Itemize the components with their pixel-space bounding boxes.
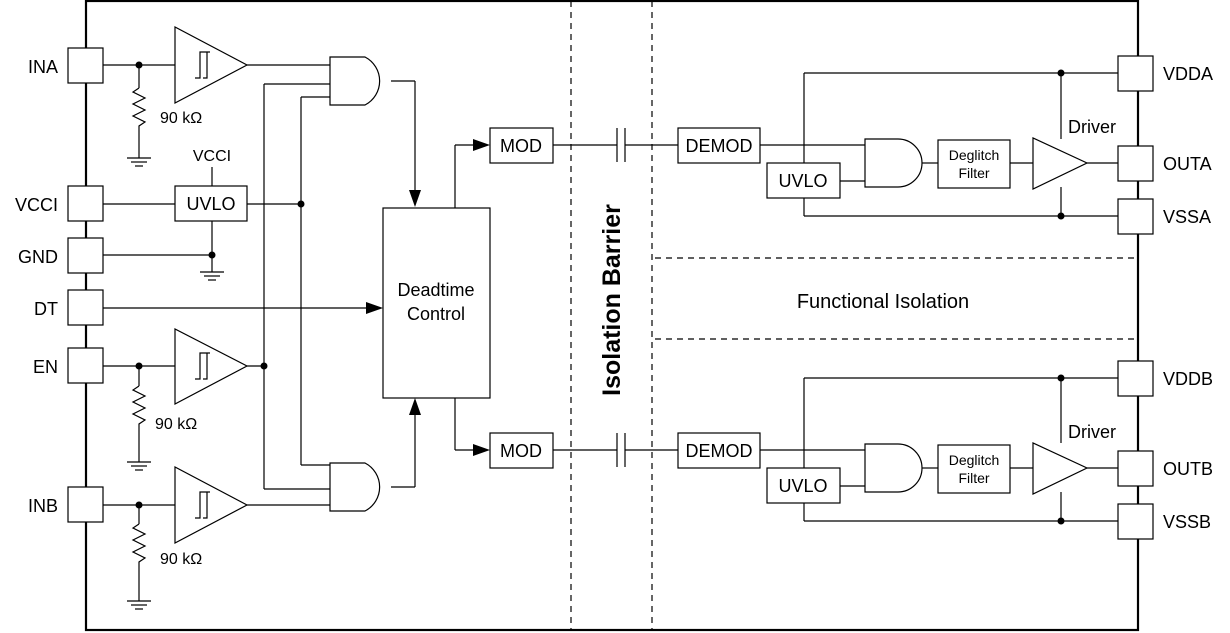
deadtime-control-block bbox=[382, 207, 491, 399]
arrow-dt-to-deadtime bbox=[366, 302, 383, 314]
uvlo-a-block bbox=[766, 162, 841, 199]
pin-ina-label: INA bbox=[28, 57, 58, 77]
uvlo-input-block bbox=[174, 185, 248, 222]
demod-a-block bbox=[677, 127, 761, 164]
isolation-barrier-label: Isolation Barrier bbox=[598, 204, 626, 396]
uvlo-b-block bbox=[766, 467, 841, 504]
mod-b-label: MOD bbox=[500, 441, 542, 461]
arrow-to-deadtime-top bbox=[409, 190, 421, 207]
pin-inb-label: INB bbox=[28, 496, 58, 516]
functional-isolation-label: Functional Isolation bbox=[797, 291, 969, 313]
inb-input-path bbox=[103, 501, 175, 610]
resistor-inb-label: 90 kΩ bbox=[160, 551, 202, 568]
mod-b-block bbox=[489, 432, 554, 469]
pin-vssa bbox=[1117, 198, 1154, 235]
and-gate-input-b bbox=[329, 462, 381, 512]
deglitch-a-label-line1: Deglitch bbox=[949, 147, 1000, 163]
pin-vdda-label: VDDA bbox=[1163, 64, 1213, 84]
mod-a-label: MOD bbox=[500, 136, 542, 156]
pin-gnd-label: GND bbox=[18, 247, 58, 267]
pin-vddb-label: VDDB bbox=[1163, 369, 1213, 389]
arrow-to-mod-a bbox=[473, 139, 490, 151]
driver-b-label: Driver bbox=[1068, 422, 1116, 442]
pin-outa bbox=[1117, 145, 1154, 182]
vcci-supply-label: VCCI bbox=[193, 148, 231, 165]
pin-vcci-label: VCCI bbox=[15, 195, 58, 215]
isolation-capacitor-a bbox=[553, 128, 678, 162]
pin-vdda bbox=[1117, 55, 1154, 92]
uvlo-input-label: UVLO bbox=[186, 194, 235, 214]
pin-gnd bbox=[67, 237, 104, 274]
and-gate-output-a bbox=[864, 138, 923, 188]
pin-en-label: EN bbox=[33, 357, 58, 377]
deadtime-label-line2: Control bbox=[407, 304, 465, 324]
uvlo-a-label: UVLO bbox=[778, 171, 827, 191]
resistor-ina-label: 90 kΩ bbox=[160, 110, 202, 127]
uvlo-b-label: UVLO bbox=[778, 476, 827, 496]
resistor-ina bbox=[131, 87, 147, 146]
deglitch-a-label-line2: Filter bbox=[958, 165, 989, 181]
pin-dt bbox=[67, 289, 104, 326]
driver-b-buffer bbox=[1032, 442, 1089, 495]
pin-outb-label: OUTB bbox=[1163, 459, 1213, 479]
pin-outa-label: OUTA bbox=[1163, 154, 1212, 174]
ground-symbol-gnd bbox=[200, 271, 224, 281]
deglitch-filter-a-block bbox=[937, 139, 1011, 189]
deadtime-label-line1: Deadtime bbox=[397, 280, 474, 300]
deglitch-b-label-line1: Deglitch bbox=[949, 452, 1000, 468]
resistor-inb bbox=[131, 523, 147, 590]
en-input-path bbox=[103, 362, 175, 471]
resistor-en-label: 90 kΩ bbox=[155, 416, 197, 433]
resistor-en bbox=[131, 385, 147, 448]
mod-a-block bbox=[489, 127, 554, 164]
pin-inb bbox=[67, 486, 104, 523]
pin-ina bbox=[67, 47, 104, 84]
arrow-to-deadtime-bottom bbox=[409, 398, 421, 415]
driver-a-label: Driver bbox=[1068, 117, 1116, 137]
schmitt-buffer-inb bbox=[174, 466, 249, 544]
ina-input-path bbox=[103, 61, 175, 167]
demod-a-label: DEMOD bbox=[686, 136, 753, 156]
arrow-to-mod-b bbox=[473, 444, 490, 456]
pin-en bbox=[67, 347, 104, 384]
and-gate-output-b bbox=[864, 443, 923, 493]
isolation-capacitor-b bbox=[553, 433, 678, 467]
pin-vssa-label: VSSA bbox=[1163, 207, 1211, 227]
and-gate-input-a bbox=[329, 56, 381, 106]
pin-vddb bbox=[1117, 360, 1154, 397]
schmitt-buffer-en bbox=[174, 328, 249, 405]
demod-b-block bbox=[677, 432, 761, 469]
pin-vssb-label: VSSB bbox=[1163, 512, 1211, 532]
deglitch-filter-b-block bbox=[937, 444, 1011, 494]
pin-vcci bbox=[67, 185, 104, 222]
pin-vssb bbox=[1117, 503, 1154, 540]
schmitt-buffer-ina bbox=[174, 26, 249, 104]
deglitch-b-label-line2: Filter bbox=[958, 470, 989, 486]
driver-a-buffer bbox=[1032, 137, 1089, 190]
pin-outb bbox=[1117, 450, 1154, 487]
pin-dt-label: DT bbox=[34, 299, 58, 319]
demod-b-label: DEMOD bbox=[686, 441, 753, 461]
